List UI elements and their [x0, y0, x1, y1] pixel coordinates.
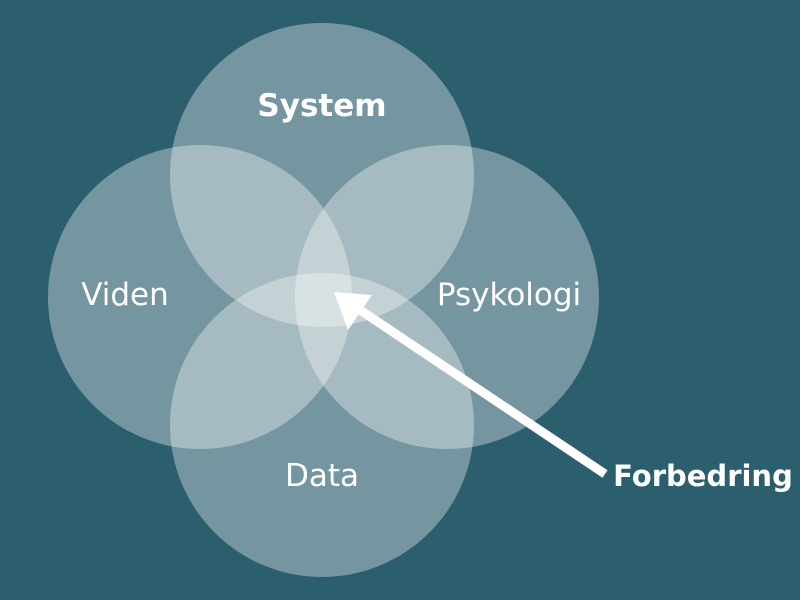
- arrow-head: [334, 292, 372, 330]
- label-viden: Viden: [81, 277, 169, 313]
- circle-viden: [48, 145, 352, 449]
- label-data: Data: [284, 458, 360, 494]
- circle-psykologi: [295, 145, 599, 449]
- label-system: System: [257, 88, 387, 124]
- arrow-shaft: [357, 306, 608, 478]
- label-forbedring: Forbedring: [613, 459, 793, 493]
- circle-system: [170, 23, 474, 327]
- circle-data: [170, 273, 474, 577]
- label-psykologi: Psykologi: [436, 277, 582, 313]
